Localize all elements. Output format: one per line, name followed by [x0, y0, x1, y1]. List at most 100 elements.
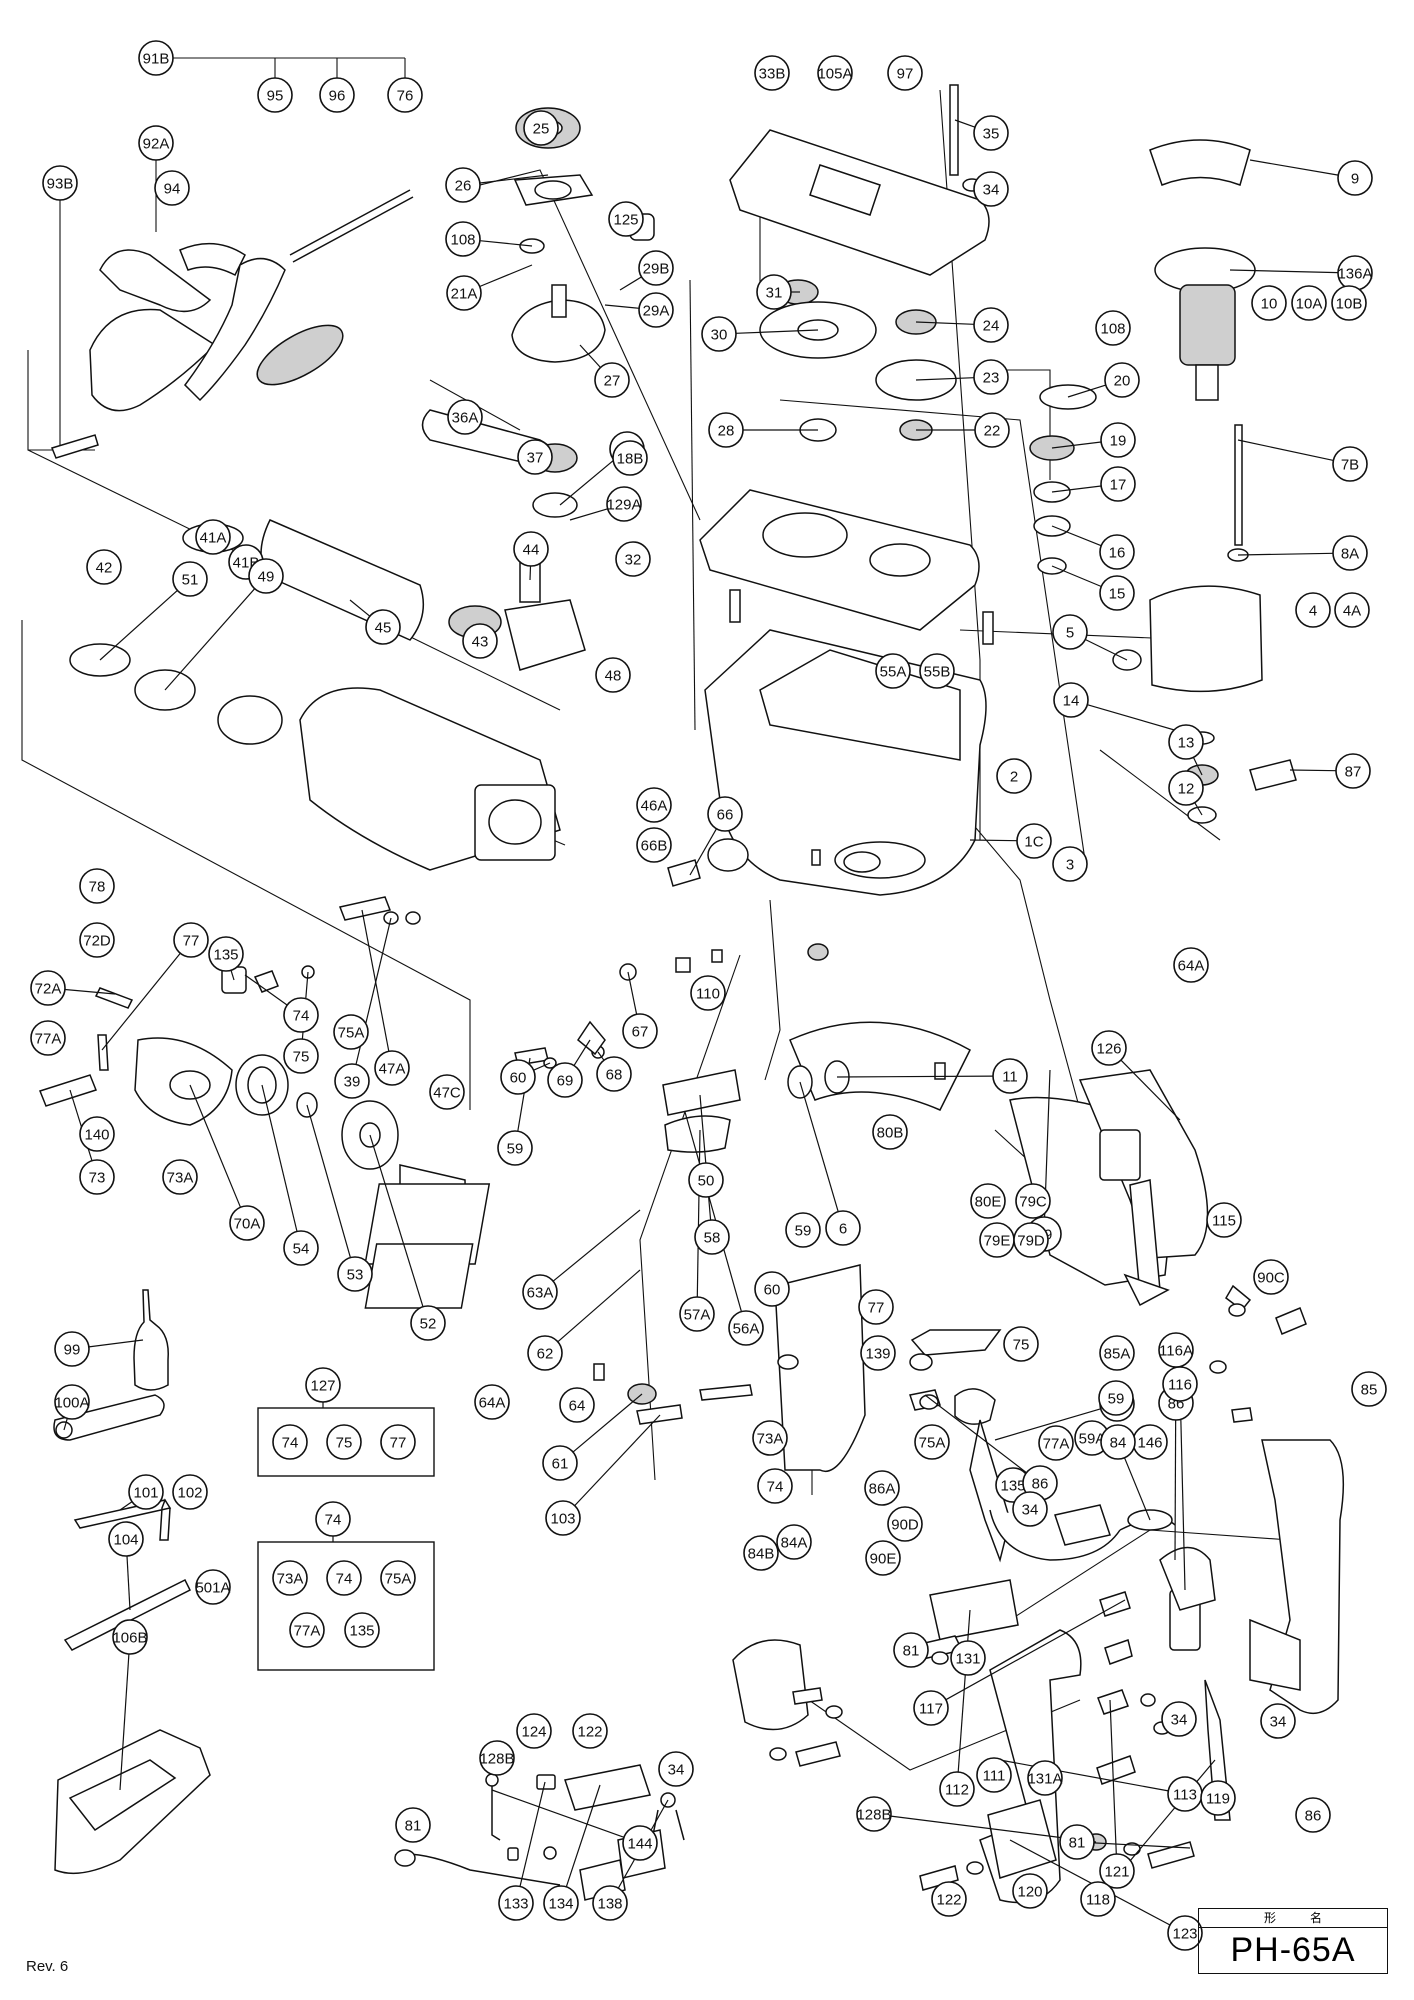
part-shape: [934, 1062, 946, 1080]
callout-number: 84: [1110, 1435, 1127, 1452]
part-shape: [762, 512, 848, 558]
callout-3: 3: [1052, 846, 1088, 882]
callout-number: 73A: [167, 1170, 194, 1187]
callout-number: 124: [521, 1724, 546, 1741]
callout-number: 20: [1114, 373, 1131, 390]
callout-number: 23: [983, 370, 1000, 387]
part-shape: [699, 1384, 753, 1401]
callout-number: 75A: [919, 1435, 946, 1452]
callout-112: 112: [939, 1771, 975, 1807]
callout-74: 74: [757, 1468, 793, 1504]
callout-number: 108: [1100, 321, 1125, 338]
callout-24: 24: [973, 307, 1009, 343]
callout-35: 35: [973, 115, 1009, 151]
callout-34: 34: [973, 171, 1009, 207]
part-shape: [675, 957, 691, 973]
callout-number: 125: [613, 212, 638, 229]
leader-line: [557, 1269, 641, 1343]
callout-number: 27: [604, 373, 621, 390]
callout-number: 10B: [1336, 296, 1363, 313]
part-shape: [338, 896, 392, 921]
callout-number: 128B: [856, 1807, 891, 1824]
callout-90c: 90C: [1253, 1259, 1289, 1295]
part-shape: [1228, 1303, 1246, 1317]
callout-135: 135: [208, 936, 244, 972]
callout-number: 81: [405, 1818, 422, 1835]
callout-7b: 7B: [1332, 446, 1368, 482]
part-shape: [931, 1651, 949, 1665]
callout-6: 6: [825, 1210, 861, 1246]
callout-number: 3: [1066, 857, 1074, 874]
part-shape: [504, 599, 586, 671]
callout-number: 94: [164, 181, 181, 198]
callout-81: 81: [893, 1632, 929, 1668]
callout-70a: 70A: [229, 1205, 265, 1241]
callout-59: 59: [497, 1130, 533, 1166]
part-shape: [53, 1394, 165, 1441]
callout-121: 121: [1099, 1853, 1135, 1889]
callout-number: 73A: [757, 1431, 784, 1448]
callout-number: 47C: [433, 1085, 461, 1102]
callout-117: 117: [913, 1690, 949, 1726]
guide-line: [964, 814, 1081, 1111]
part-shape: [394, 1849, 416, 1867]
callout-number: 104: [113, 1532, 138, 1549]
leader-line: [88, 1339, 144, 1348]
callout-number: 92A: [143, 136, 170, 153]
part-shape: [68, 1759, 177, 1832]
callout-21a: 21A: [446, 275, 482, 311]
callout-139: 139: [860, 1335, 896, 1371]
callout-number: 146: [1137, 1435, 1162, 1452]
part-shape: [910, 1329, 1002, 1356]
callout-22: 22: [974, 412, 1010, 448]
part-shape: [1140, 1693, 1156, 1707]
callout-number: 81: [903, 1643, 920, 1660]
callout-number: 29A: [643, 303, 670, 320]
callout-number: 106B: [112, 1630, 147, 1647]
callout-115: 115: [1206, 1202, 1242, 1238]
part-shape: [99, 242, 246, 313]
callout-number: 116A: [1159, 1343, 1193, 1360]
callout-number: 115: [1212, 1213, 1236, 1230]
callout-number: 81: [1069, 1835, 1086, 1852]
part-shape: [534, 180, 572, 200]
callout-number: 28: [718, 423, 735, 440]
part-shape: [759, 649, 961, 761]
callout-number: 11: [1002, 1069, 1018, 1086]
leader-line: [479, 174, 549, 184]
kit-item-number: 77A: [294, 1623, 321, 1640]
part-shape: [532, 492, 578, 518]
callout-number: 139: [865, 1346, 890, 1363]
part-shape: [774, 1264, 866, 1472]
callout-number: 2: [1010, 769, 1018, 786]
kit-box-frame: [257, 1407, 435, 1477]
leader-line: [164, 588, 256, 691]
leader-line: [945, 1599, 1126, 1701]
callout-number: 84B: [748, 1546, 775, 1563]
callout-96: 96: [319, 77, 355, 113]
part-shape: [729, 589, 741, 623]
callout-23: 23: [973, 359, 1009, 395]
callout-number: 117: [919, 1701, 943, 1718]
callout-number: 10A: [1296, 296, 1323, 313]
leader-line: [101, 952, 181, 1051]
part-shape: [394, 1853, 561, 1886]
guide-line: [59, 160, 157, 450]
callout-number: 74: [293, 1008, 310, 1025]
callout-45: 45: [365, 609, 401, 645]
callout-34: 34: [1161, 1701, 1197, 1737]
part-shape: [507, 1847, 519, 1861]
callout-10a: 10A: [1291, 285, 1327, 321]
leader-line: [1093, 1842, 1191, 1849]
callout-501a: 501A: [195, 1569, 231, 1605]
callout-4a: 4A: [1334, 592, 1370, 628]
leader-line: [361, 909, 390, 1052]
leader-line: [696, 1129, 701, 1298]
leader-line: [99, 589, 178, 661]
part-shape: [39, 1074, 97, 1107]
callout-86a: 86A: [864, 1470, 900, 1506]
part-shape: [405, 911, 421, 925]
callout-number: 121: [1104, 1864, 1129, 1881]
callout-number: 45: [375, 620, 392, 637]
